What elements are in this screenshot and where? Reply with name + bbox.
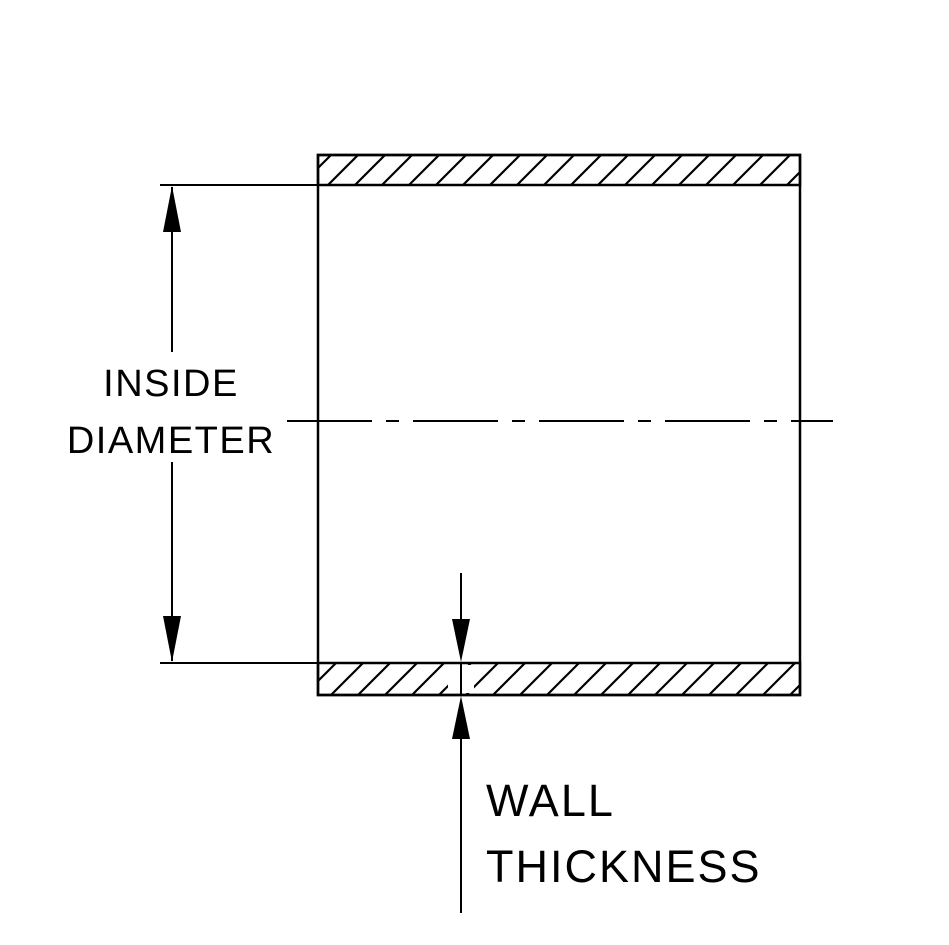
bottom-wall-hatch bbox=[316, 661, 802, 697]
wall-thickness-label: WALL THICKNESS bbox=[486, 768, 762, 900]
hose-outer-rect bbox=[316, 153, 802, 697]
arrow-down-icon bbox=[163, 616, 181, 662]
wall-thickness-label-line1: WALL bbox=[486, 775, 615, 826]
wall-thickness-dimension bbox=[452, 573, 470, 913]
inside-diameter-label-line2: DIAMETER bbox=[66, 420, 276, 462]
inside-diameter-label-line1: INSIDE bbox=[103, 363, 239, 405]
bottom-wall-band bbox=[316, 661, 802, 697]
arrow-up-icon bbox=[163, 186, 181, 232]
top-wall-band bbox=[316, 153, 802, 187]
inside-diameter-dimension bbox=[160, 184, 318, 664]
hose-body-outline bbox=[316, 153, 802, 697]
arrow-up-icon bbox=[452, 696, 470, 739]
inside-diameter-label: INSIDE DIAMETER bbox=[40, 356, 302, 470]
arrow-down-icon bbox=[452, 619, 470, 662]
top-wall-hatch bbox=[316, 153, 802, 187]
wall-thickness-label-line2: THICKNESS bbox=[486, 841, 762, 892]
